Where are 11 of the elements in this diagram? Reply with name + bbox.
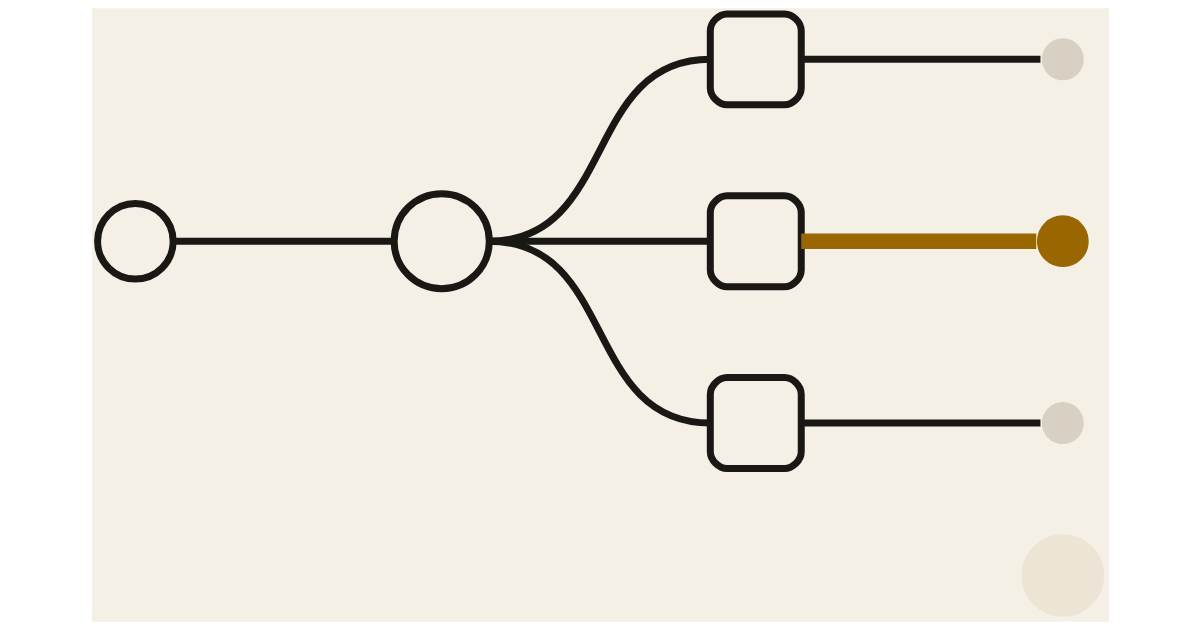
node-circle <box>1041 402 1084 445</box>
connector <box>800 233 1036 249</box>
node-circle <box>93 199 177 283</box>
node-box <box>706 10 805 109</box>
node-circle <box>1036 215 1089 268</box>
node-circle <box>390 190 493 293</box>
node-box <box>706 192 805 291</box>
connector <box>488 237 711 427</box>
connector <box>172 237 394 245</box>
node-box <box>706 374 805 473</box>
node-circle <box>1041 38 1084 81</box>
